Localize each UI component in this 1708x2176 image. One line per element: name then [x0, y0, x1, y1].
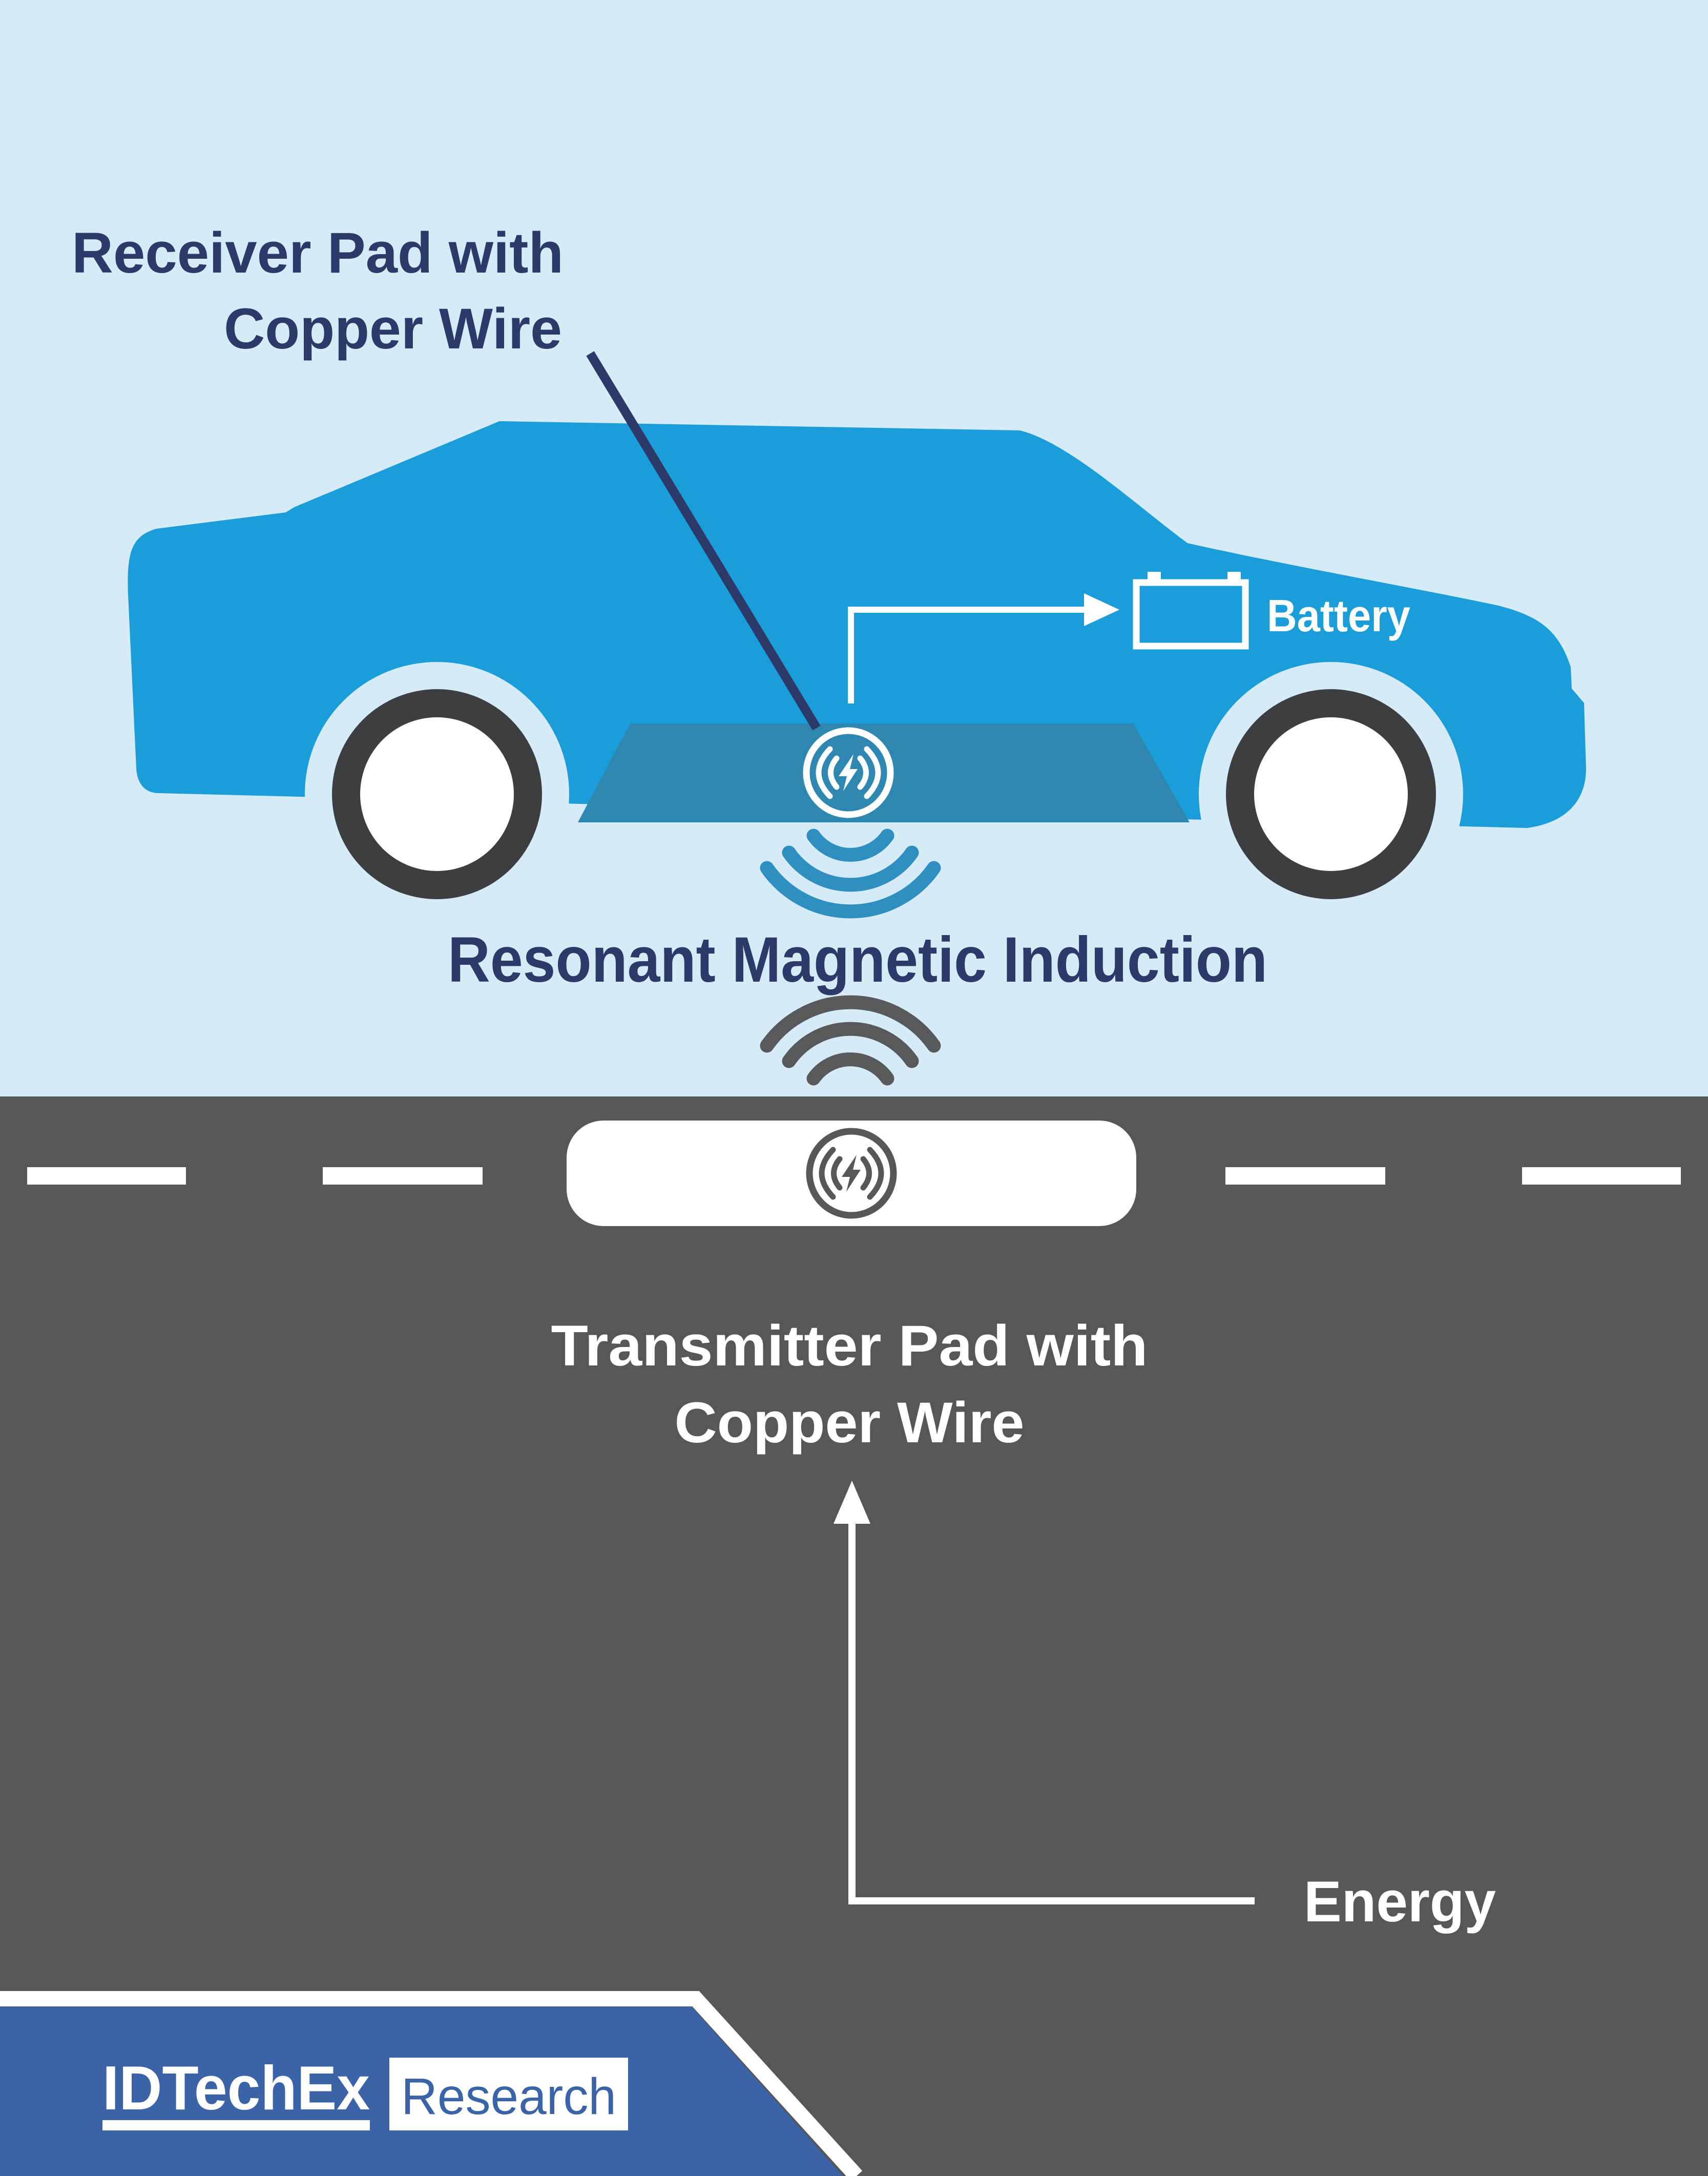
wave-arc — [760, 995, 941, 1053]
battery-arrowhead-icon — [1084, 593, 1119, 626]
brand-research-text: Research — [401, 2068, 616, 2125]
wheel-rear-hub — [360, 717, 514, 871]
transmitter-wave-arcs — [760, 995, 941, 1086]
wave-arc — [806, 828, 894, 862]
wave-arc — [806, 1052, 894, 1086]
lane-dash — [323, 1167, 483, 1185]
brand-banner: IDTechEx Research — [0, 1991, 863, 2176]
lane-dash — [1225, 1167, 1385, 1185]
energy-arrow-line — [848, 1521, 1255, 1904]
induction-label: Resonant Magnetic Induction — [448, 924, 1267, 996]
energy-label: Energy — [1304, 1870, 1496, 1934]
battery-terminal — [1227, 572, 1241, 582]
lane-markings — [27, 1167, 1681, 1185]
battery-group: Battery — [848, 572, 1410, 703]
lane-dash — [1522, 1167, 1681, 1185]
brand-logo-underline — [102, 2120, 370, 2130]
receiver-pad-underbody — [578, 723, 1190, 822]
energy-arrowhead-icon — [834, 1481, 870, 1524]
electric-car — [128, 421, 1586, 926]
battery-terminal — [1148, 572, 1161, 582]
receiver-pad-label-line2: Copper Wire — [224, 297, 562, 361]
battery-arrow-line — [848, 607, 1087, 703]
brand-research-box — [389, 2058, 628, 2130]
receiver-pad-label-line1: Receiver Pad with — [72, 221, 564, 285]
lane-dash — [27, 1167, 186, 1185]
wave-arc — [760, 861, 941, 919]
transmitter-pad-label-line2: Copper Wire — [675, 1391, 1025, 1455]
receiver-wave-arcs — [760, 828, 941, 919]
energy-group: Energy — [834, 1481, 1496, 1934]
transmitter-pad-label-line1: Transmitter Pad with — [551, 1314, 1148, 1378]
wave-arc — [782, 1022, 919, 1068]
battery-label: Battery — [1267, 590, 1410, 641]
wheel-front-hub — [1254, 717, 1408, 871]
brand-banner-border — [0, 1991, 863, 2176]
receiver-pointer-line — [586, 351, 821, 731]
wave-arc — [782, 845, 919, 892]
battery-icon — [1133, 579, 1249, 650]
brand-logo-text: IDTechEx — [102, 2053, 370, 2123]
